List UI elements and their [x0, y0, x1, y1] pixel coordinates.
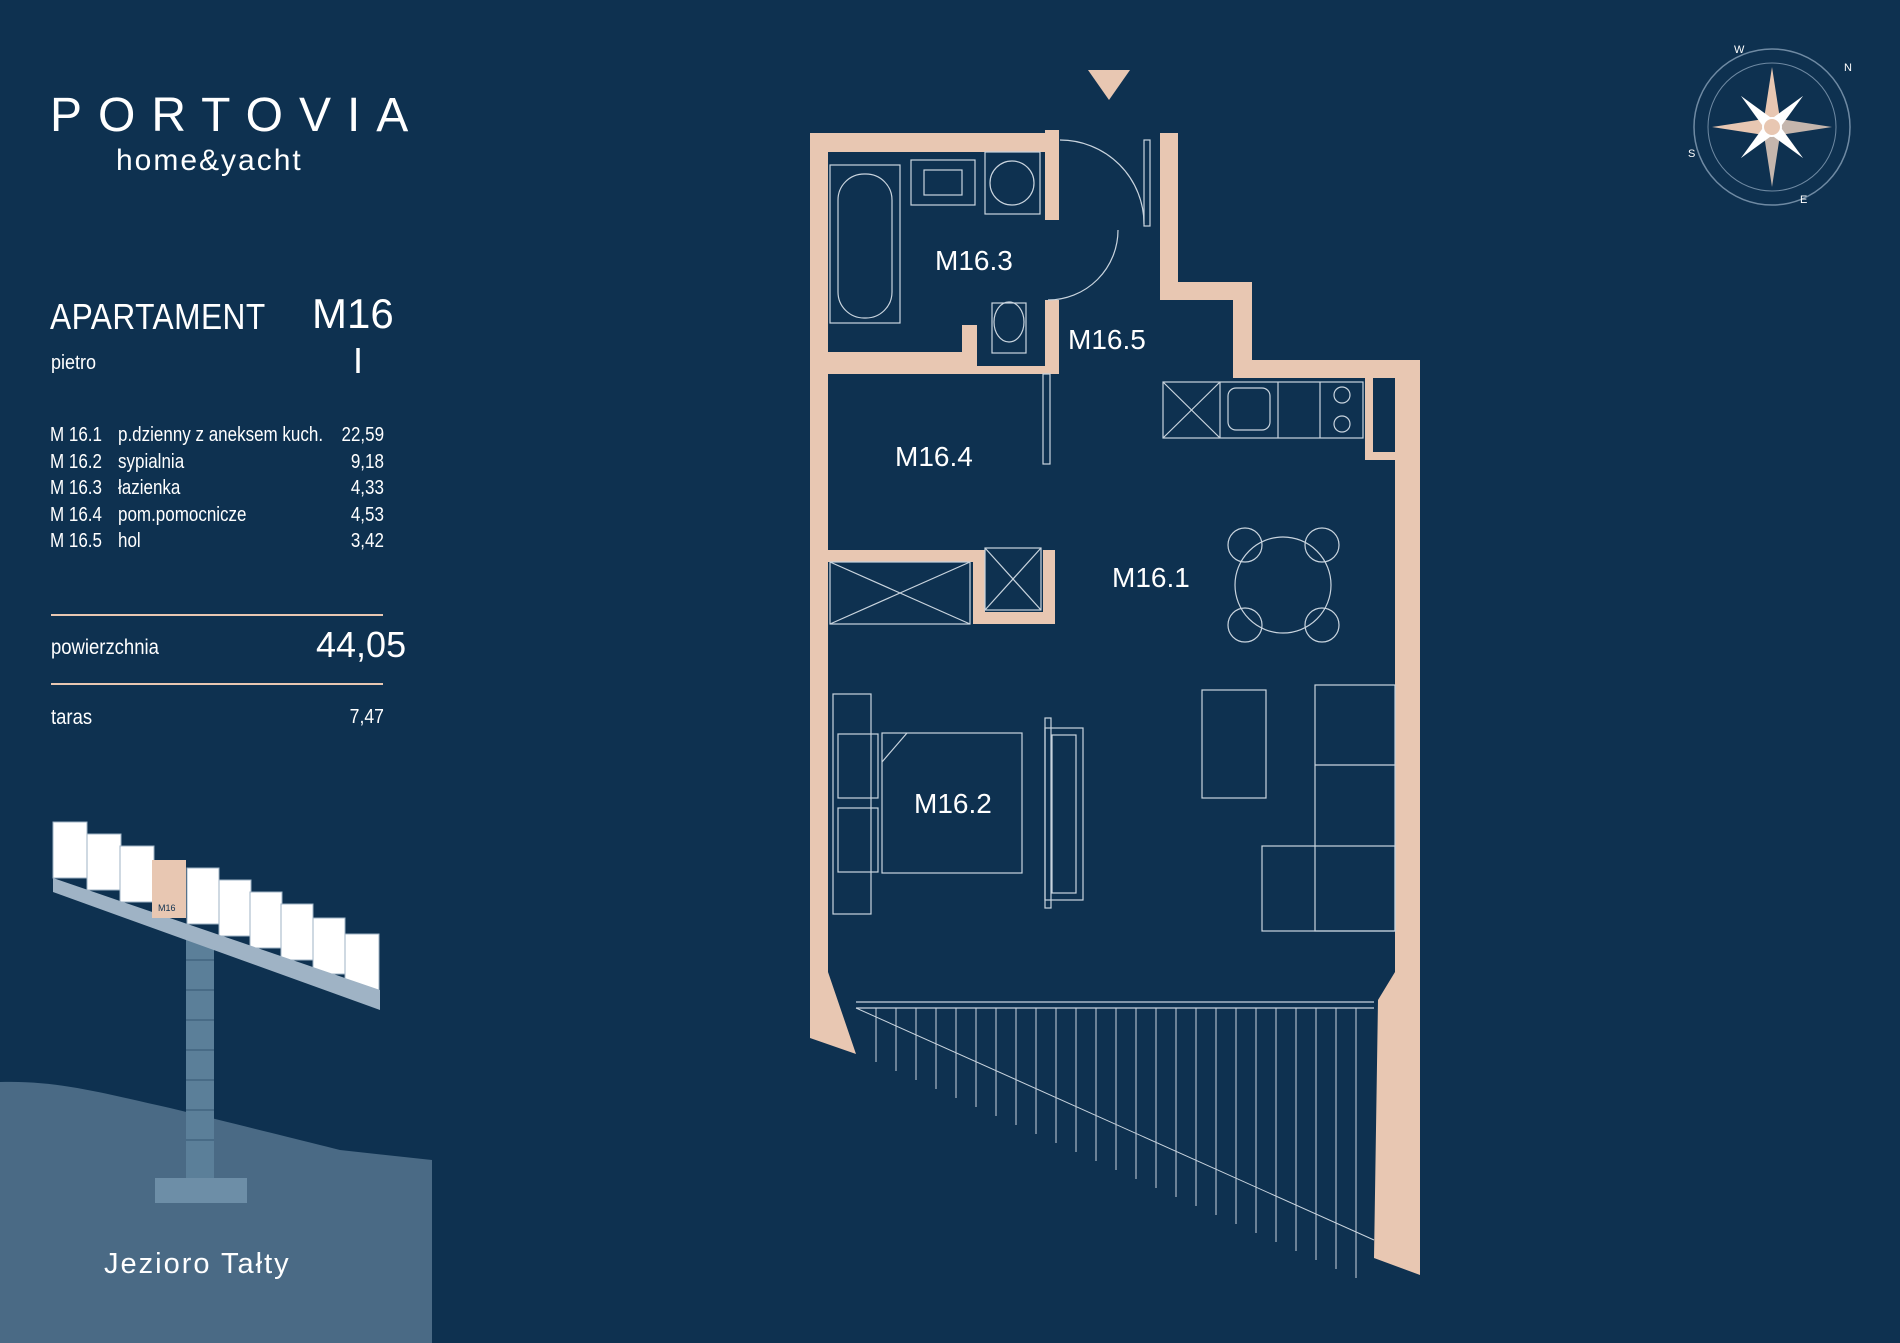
compass-south: S — [1688, 148, 1695, 160]
entrance-marker — [1088, 70, 1130, 100]
list-item: M 16.2 sypialnia 9,18 — [50, 451, 390, 478]
balcony-deck — [855, 1007, 1375, 1278]
area-value: 44,05 — [316, 624, 407, 665]
area-label: powierzchnia — [51, 636, 159, 659]
apartment-label: APARTAMENT — [50, 296, 266, 337]
terrace-value: 7,47 — [349, 706, 384, 728]
room-name: łazienka — [118, 477, 181, 499]
pier-platform — [155, 1178, 247, 1203]
list-item: M 16.4 pom.pomocnicze 4,53 — [50, 504, 390, 531]
room-code: M 16.5 — [50, 530, 102, 552]
room-area: 4,53 — [350, 503, 384, 526]
compass-west: W — [1734, 44, 1745, 56]
room-label-m16-4: M16.4 — [895, 441, 973, 472]
compass-north: N — [1844, 62, 1852, 74]
room-name: p.dzienny z aneksem kuch. — [118, 424, 324, 446]
lake-label: Jezioro Tałty — [104, 1248, 291, 1280]
exterior-walls — [810, 130, 1420, 1275]
building-row — [52, 821, 380, 1010]
brand-name: PORTOVIA — [50, 89, 425, 142]
pier — [186, 935, 214, 1185]
room-area: 22,59 — [341, 424, 384, 446]
brand-tagline: home&yacht — [116, 144, 303, 177]
room-list: M 16.1 p.dzienny z aneksem kuch. 22,59 M… — [50, 424, 390, 557]
list-item: M 16.1 p.dzienny z aneksem kuch. 22,59 — [50, 424, 390, 451]
room-label-m16-2: M16.2 — [914, 788, 992, 819]
room-name: pom.pomocnicze — [118, 503, 247, 526]
brand-logo: PORTOVIA home&yacht — [50, 88, 425, 178]
apartment-info: APARTAMENT M16 pietro I — [50, 290, 410, 400]
room-name: hol — [118, 530, 141, 552]
divider — [51, 614, 383, 616]
room-area: 4,33 — [350, 477, 384, 499]
room-code: M 16.2 — [50, 450, 102, 473]
highlighted-unit — [152, 860, 186, 918]
room-name: sypialnia — [118, 450, 185, 473]
room-code: M 16.4 — [50, 503, 102, 526]
floor-label: pietro — [51, 352, 97, 374]
apartment-code: M16 — [312, 290, 394, 337]
divider — [51, 683, 383, 685]
room-label-m16-3: M16.3 — [935, 245, 1013, 276]
compass-icon: N E S W — [1688, 44, 1852, 206]
lake-area — [0, 1081, 432, 1343]
list-item: M 16.5 hol 3,42 — [50, 530, 390, 557]
compass-east: E — [1800, 194, 1807, 206]
room-label-m16-1: M16.1 — [1112, 562, 1190, 593]
terrace-label: taras — [51, 706, 93, 729]
highlighted-unit-label: M16 — [158, 903, 176, 913]
floor-value: I — [353, 340, 364, 381]
fixtures — [829, 139, 1396, 1009]
room-area: 3,42 — [350, 530, 384, 552]
room-code: M 16.1 — [50, 424, 102, 446]
room-code: M 16.3 — [50, 477, 102, 499]
room-area: 9,18 — [350, 450, 384, 473]
list-item: M 16.3 łazienka 4,33 — [50, 477, 390, 504]
room-label-m16-5: M16.5 — [1068, 324, 1146, 355]
